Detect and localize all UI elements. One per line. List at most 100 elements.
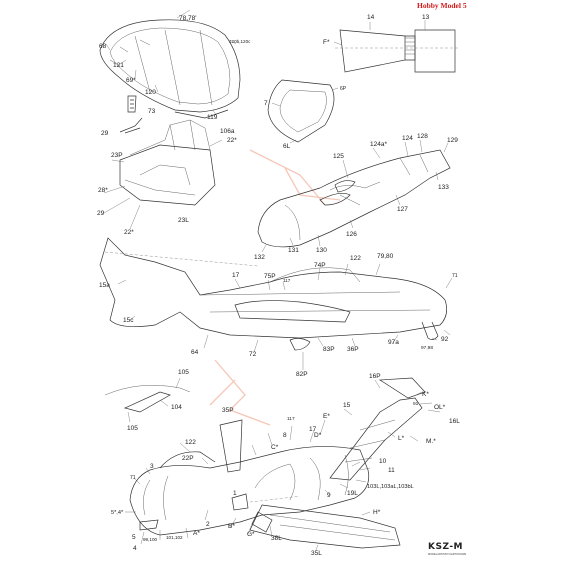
part-label: 132 [254, 254, 265, 261]
part-label: 6P [340, 86, 347, 92]
part-label: 74P [314, 262, 326, 269]
part-label: 23L [178, 217, 189, 224]
logo-mark: KSZ-M [428, 542, 463, 552]
detail-parts-drawing [104, 377, 191, 423]
part-label: 99,100 [143, 537, 157, 542]
part-label: 23P [111, 152, 123, 159]
part-label: 106a [220, 128, 235, 135]
part-label: H* [373, 509, 381, 516]
part-label: M.* [426, 438, 436, 445]
part-label: 97a [388, 339, 399, 346]
part-label: 69* [126, 77, 136, 84]
part-label: E* [323, 413, 330, 420]
side-profile-drawing [99, 237, 453, 370]
part-label: 75P [264, 273, 276, 280]
part-label: A* [193, 530, 200, 537]
part-label: 3 [150, 463, 154, 470]
part-label: 120b,120c [229, 39, 251, 44]
part-label: 124a* [370, 141, 387, 148]
part-label: D* [314, 432, 322, 439]
part-label: 121 [113, 62, 124, 69]
part-label: 7 [264, 100, 268, 107]
part-label: G* [247, 531, 255, 538]
main-assembly-drawing [125, 419, 401, 551]
tailplane-drawing [329, 377, 441, 481]
part-label: 83P [323, 346, 335, 353]
part-label: 131 [288, 247, 299, 254]
canopy-drawing [99, 9, 241, 119]
part-label: 126 [346, 231, 357, 238]
part-label: 1 [233, 490, 237, 497]
part-label: C* [271, 444, 279, 451]
part-label: 68 [99, 43, 107, 50]
part-label: 120 [145, 89, 156, 96]
part-label: 14 [367, 14, 375, 21]
part-label: 13 [422, 14, 430, 21]
part-label: 127 [397, 206, 408, 213]
part-label: 119 [207, 114, 218, 121]
part-label: 22P [182, 455, 194, 462]
part-label: 8 [283, 432, 287, 439]
part-label: 78,78' [179, 15, 197, 22]
exhaust-drawing [333, 20, 460, 73]
part-label: 6L [283, 143, 291, 150]
part-label: 73 [148, 108, 156, 115]
part-label: K* [422, 391, 429, 398]
part-label: 36P [347, 346, 359, 353]
part-label: 122 [185, 439, 196, 446]
intake-lip-drawing [267, 79, 339, 144]
part-label: 29 [97, 210, 105, 217]
part-label: 28* [98, 187, 108, 194]
part-label: 104 [171, 404, 182, 411]
part-label: 117 [287, 416, 295, 422]
part-label: 72 [249, 351, 257, 358]
part-label: 101,102 [166, 535, 183, 540]
part-label: 128 [417, 133, 428, 140]
part-label: 38L [271, 535, 282, 542]
part-label: 133 [438, 184, 449, 191]
part-label: 129 [447, 137, 458, 144]
part-label: 97,98 [421, 345, 433, 351]
part-label: 117 [283, 278, 291, 283]
part-label: 105 [127, 425, 138, 432]
part-label: 91 [413, 401, 419, 407]
logo-subtitle: MODELARSTWO KARTONOWE [428, 552, 467, 556]
part-label: 4 [133, 545, 137, 552]
part-label: 35P [222, 407, 234, 414]
part-label: 125 [333, 153, 344, 160]
part-label: 17 [309, 426, 317, 433]
part-label: 5 [132, 534, 136, 541]
part-label: 29 [101, 130, 109, 137]
part-label: 71 [130, 475, 136, 481]
part-label: OL* [434, 404, 446, 411]
part-label: L* [398, 435, 405, 442]
part-label: 15 [343, 402, 351, 409]
part-label: 64 [191, 349, 199, 356]
part-label: 9 [327, 492, 331, 499]
part-label: B* [228, 523, 235, 530]
part-label: 16L [449, 418, 460, 425]
watermark [209, 149, 341, 426]
part-label: 105 [178, 369, 189, 376]
publisher-logo: KSZ-M MODELARSTWO KARTONOWE [428, 542, 467, 556]
forward-fuselage-drawing [257, 139, 451, 253]
part-label: 35L [311, 550, 322, 557]
part-label: F* [323, 39, 330, 46]
part-label: 92 [441, 336, 449, 343]
part-label: 5*,4* [111, 510, 124, 516]
part-label: 130 [316, 247, 327, 254]
part-labels: 78,78' 68 121 69* 120 120b,120c 119 73 2… [97, 14, 460, 557]
part-label: 17 [232, 272, 240, 279]
part-label: 15a [99, 282, 110, 289]
part-label: 82P [296, 371, 308, 378]
part-label: 22* [124, 229, 134, 236]
part-label: 11 [388, 467, 395, 474]
part-label: 103L,103aL,103bL [367, 484, 414, 490]
part-label: 22* [227, 137, 237, 144]
part-label: 71 [452, 273, 458, 279]
part-label: 124 [402, 135, 413, 142]
part-label: 2 [206, 521, 210, 528]
brand-title: Hobby Model 5 [417, 1, 467, 10]
